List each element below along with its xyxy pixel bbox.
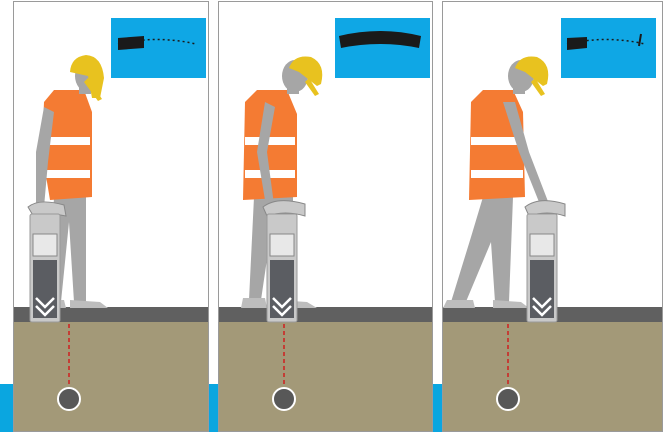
signal-meter-icon bbox=[561, 18, 656, 78]
pavement bbox=[219, 307, 433, 322]
buried-pipe-icon bbox=[58, 388, 80, 410]
panel-3 bbox=[442, 1, 663, 432]
scene-3 bbox=[443, 2, 663, 432]
soil bbox=[219, 322, 433, 432]
panel-2 bbox=[218, 1, 433, 432]
locator-device-icon bbox=[28, 202, 66, 322]
signal-meter-icon bbox=[335, 18, 430, 78]
soil bbox=[14, 322, 209, 432]
scene-1 bbox=[14, 2, 209, 432]
soil bbox=[443, 322, 663, 432]
buried-pipe-icon bbox=[273, 388, 295, 410]
signal-meter-icon bbox=[111, 18, 206, 78]
scene-2 bbox=[219, 2, 433, 432]
buried-pipe-icon bbox=[497, 388, 519, 410]
locator-device-icon bbox=[525, 201, 565, 322]
panel-1 bbox=[13, 1, 209, 432]
